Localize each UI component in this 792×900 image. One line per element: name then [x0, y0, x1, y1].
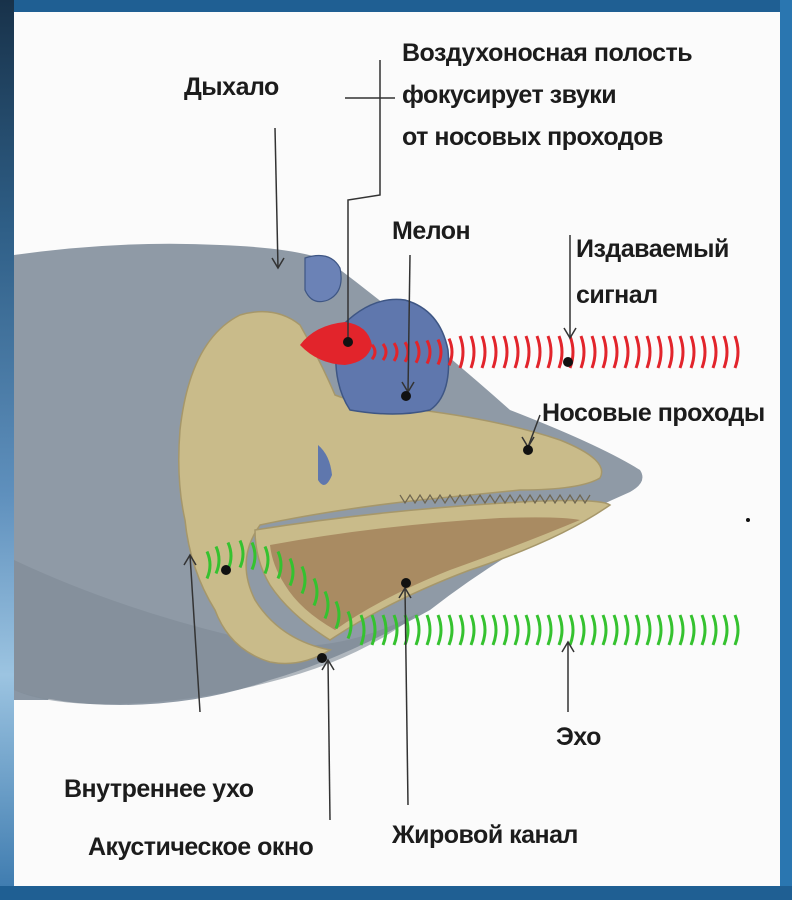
wave-arc	[559, 336, 562, 368]
label-emitted-line1: Издаваемый	[576, 226, 729, 272]
wave-arc	[427, 615, 430, 645]
wave-arc	[691, 336, 694, 368]
wave-arc	[570, 615, 573, 645]
wave-arc	[537, 615, 540, 645]
wave-arc	[603, 336, 606, 368]
wave-arc	[592, 336, 595, 368]
wave-arc	[592, 615, 595, 645]
wave-arc	[438, 615, 441, 645]
wave-arc	[482, 615, 485, 645]
wave-arc	[735, 336, 738, 368]
label-echo: Эхо	[556, 718, 601, 756]
wave-arc	[702, 615, 705, 645]
wave-arc	[493, 615, 496, 645]
label-nasal-passages: Носовые проходы	[542, 394, 765, 432]
wave-arc	[449, 615, 452, 645]
wave-arc	[471, 615, 474, 645]
label-emitted-signal: Издаваемый сигнал	[576, 226, 729, 318]
label-melon: Мелон	[392, 212, 470, 250]
wave-arc	[647, 615, 650, 645]
wave-arc	[581, 615, 584, 645]
wave-arc	[625, 615, 628, 645]
label-air-sac: Воздухоносная полость фокусирует звуки о…	[402, 32, 692, 158]
wave-arc	[658, 615, 661, 645]
wave-arc	[449, 339, 452, 366]
wave-arc	[636, 336, 639, 368]
label-fat-channel: Жировой канал	[392, 816, 578, 854]
wave-arc	[636, 615, 639, 645]
wave-arc	[669, 336, 672, 368]
wave-arc	[713, 615, 716, 645]
wave-arc	[658, 336, 661, 368]
wave-arc	[614, 336, 617, 368]
label-acoustic-window: Акустическое окно	[88, 828, 313, 866]
wave-arc	[724, 615, 727, 645]
wave-arc	[691, 615, 694, 645]
label-inner-ear: Внутреннее ухо	[64, 770, 254, 808]
wave-arc	[625, 336, 628, 368]
wave-arc	[669, 615, 672, 645]
wave-arc	[702, 336, 705, 368]
wave-arc	[416, 615, 419, 645]
wave-arc	[460, 336, 463, 368]
wave-arc	[548, 336, 551, 368]
wave-arc	[724, 336, 727, 368]
wave-arc	[515, 336, 518, 368]
wave-arc	[713, 336, 716, 368]
wave-arc	[735, 615, 738, 645]
wave-arc	[548, 615, 551, 645]
wave-arc	[515, 615, 518, 645]
wave-arc	[603, 615, 606, 645]
label-air-sac-line1: Воздухоносная полость	[402, 32, 692, 74]
wave-arc	[680, 615, 683, 645]
label-air-sac-line3: от носовых проходов	[402, 116, 692, 158]
wave-arc	[471, 336, 474, 368]
label-emitted-line2: сигнал	[576, 272, 729, 318]
label-blowhole: Дыхало	[184, 68, 279, 106]
label-air-sac-line2: фокусирует звуки	[402, 74, 692, 116]
wave-arc	[526, 336, 529, 368]
wave-arc	[537, 336, 540, 368]
air-sac	[305, 256, 341, 302]
wave-arc	[647, 336, 650, 368]
wave-arc	[680, 336, 683, 368]
wave-arc	[504, 615, 507, 645]
wave-arc	[559, 615, 562, 645]
wave-arc	[493, 336, 496, 368]
wave-arc	[482, 336, 485, 368]
wave-arc	[460, 615, 463, 645]
wave-arc	[526, 615, 529, 645]
wave-arc	[614, 615, 617, 645]
wave-arc	[581, 336, 584, 368]
wave-arc	[504, 336, 507, 368]
